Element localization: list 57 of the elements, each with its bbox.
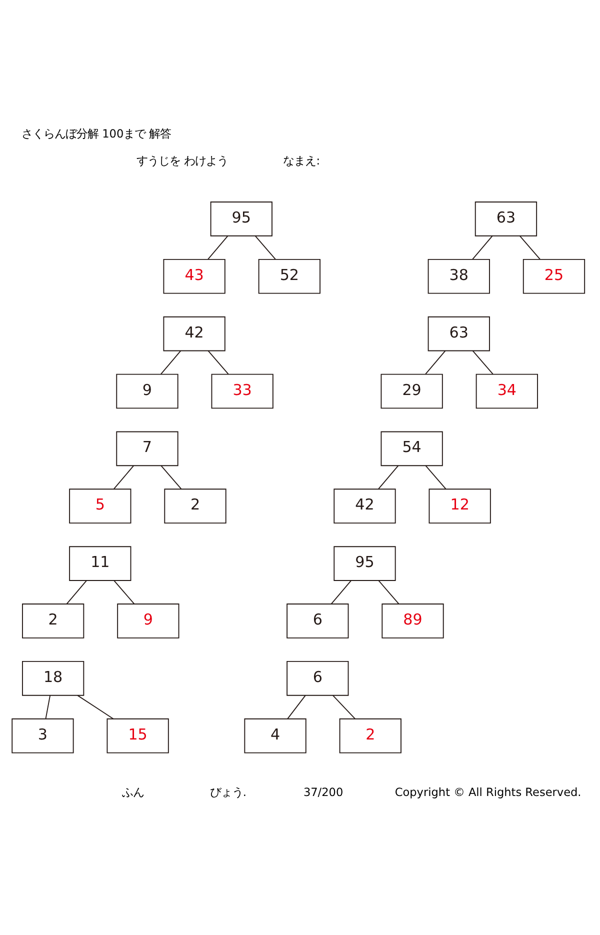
diagram-title: さくらんぼ分解 100まで 解答 — [22, 128, 172, 141]
node-box: 43 — [163, 258, 226, 294]
node-box: 2 — [22, 604, 84, 638]
connector — [45, 694, 51, 720]
connector — [425, 350, 446, 375]
node-box: 5 — [69, 488, 132, 524]
node-box: 95 — [210, 202, 272, 236]
node-box: 12 — [428, 488, 491, 524]
connector — [472, 350, 494, 375]
node-box: 2 — [339, 718, 402, 754]
connector — [208, 235, 228, 260]
label: 37/200 — [303, 786, 344, 800]
node-box: 4 — [244, 718, 306, 754]
node-box: 34 — [476, 374, 538, 409]
node-box: 7 — [116, 431, 178, 466]
connector — [66, 580, 87, 604]
node-box: 9 — [116, 374, 178, 409]
node-box: 52 — [258, 258, 320, 294]
node-box: 42 — [334, 488, 396, 524]
label: びょう. — [210, 786, 246, 800]
node-box: 63 — [474, 202, 538, 236]
node-box: 15 — [106, 718, 169, 754]
connector — [160, 465, 182, 490]
node-box: 33 — [211, 374, 274, 409]
connector — [254, 235, 276, 260]
node-box: 63 — [428, 316, 490, 352]
node-box: 11 — [69, 546, 132, 581]
node-box: 89 — [382, 604, 444, 638]
node-box: 25 — [522, 258, 586, 294]
label: すうじを わけよう — [136, 154, 228, 168]
node-box: 6 — [286, 661, 349, 696]
connector — [208, 350, 229, 375]
connector — [332, 694, 356, 720]
label: ふん — [122, 786, 144, 800]
connector — [114, 580, 135, 604]
node-box: 6 — [286, 604, 349, 638]
node-box: 18 — [22, 661, 84, 696]
label: Copyright © All Rights Reserved. — [394, 786, 582, 800]
node-box: 2 — [164, 488, 226, 524]
connector — [330, 580, 352, 604]
node-box: 38 — [428, 258, 490, 294]
connector — [160, 350, 182, 375]
connector — [472, 235, 493, 260]
connector — [287, 694, 306, 720]
node-box: 42 — [163, 316, 226, 352]
connector — [378, 580, 400, 604]
node-box: 29 — [380, 374, 443, 409]
connector — [77, 694, 114, 720]
node-box: 95 — [334, 546, 396, 581]
connector — [425, 465, 446, 490]
connector — [113, 465, 134, 490]
node-box: 54 — [380, 431, 443, 466]
connector — [519, 235, 540, 260]
node-box: 9 — [117, 604, 180, 638]
connector — [378, 465, 399, 490]
node-box: 3 — [12, 718, 74, 754]
label: なまえ: — [283, 154, 320, 168]
